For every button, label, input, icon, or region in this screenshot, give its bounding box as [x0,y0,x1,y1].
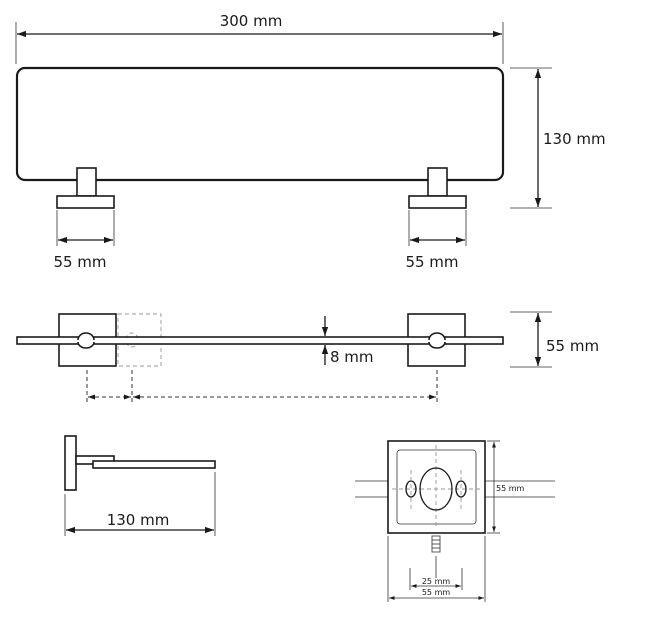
dim-label-glass-thickness: 8 mm [330,348,374,366]
bracket-stem-left [76,167,97,197]
bracket-base-left [56,195,115,209]
wall-plate-side [64,435,77,491]
clamp-left-lower [77,341,95,349]
detail-plate-inner [396,449,477,525]
clamp-right-lower [428,341,446,349]
bracket-base-right [408,195,467,209]
dim-label-bracket-left: 55 mm [53,253,106,271]
bracket-stem-right [427,167,448,197]
dim-label-overall-width: 300 mm [220,12,283,30]
clamp-left [77,332,95,341]
side-view: 130 mm [64,435,216,536]
detail-view: 55 mm 25 mm 55 mm [355,440,555,602]
top-view: 55 mm 8 mm [16,311,599,404]
dim-label-bracket-right: 55 mm [405,253,458,271]
dim-label-depth: 130 mm [107,511,170,529]
glass-shelf-top [16,336,504,345]
front-view: 300 mm 130 mm 55 mm 55 mm [15,12,606,271]
glass-shelf-front [15,66,505,182]
glass-shelf-side [92,460,216,469]
center-hole [419,467,453,511]
detail-plate-outer [387,440,486,534]
dim-label-detail-height: 55 mm [496,484,525,493]
dim-label-plate-height: 55 mm [546,337,599,355]
dim-label-hole-spacing: 25 mm [422,577,451,586]
dim-label-detail-width: 55 mm [422,588,451,597]
clamp-right [428,332,446,341]
dim-label-overall-height: 130 mm [543,130,606,148]
